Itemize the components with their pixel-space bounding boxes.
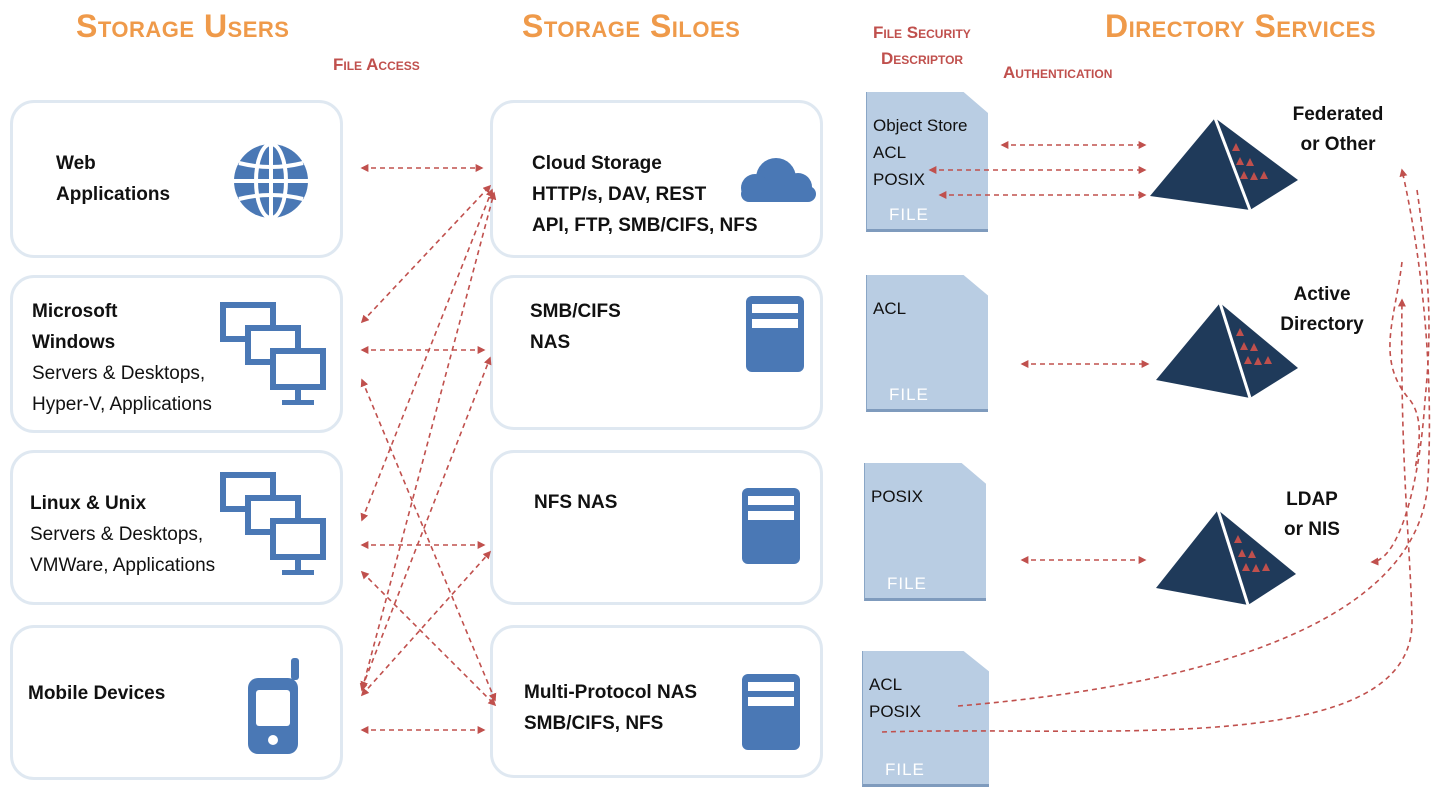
globe-icon xyxy=(234,142,308,220)
file1-line3: POSIX xyxy=(873,170,925,189)
multi-line2: SMB/CIFS, NFS xyxy=(524,713,664,734)
file-security-line2: Descriptor xyxy=(881,49,964,69)
smb-nas-text: SMB/CIFS NAS xyxy=(530,296,621,358)
storage-users-header: Storage Users xyxy=(76,8,290,44)
file1-line2: ACL xyxy=(873,143,907,162)
federated-line2: or Other xyxy=(1300,134,1376,155)
file4-line2: POSIX xyxy=(869,702,921,721)
file4-label: FILE xyxy=(885,760,925,779)
linux-line2: Servers & Desktops, xyxy=(30,524,204,545)
linux-line1: Linux & Unix xyxy=(30,493,147,514)
monitors-icon-windows xyxy=(220,302,326,405)
cloud-line3: API, FTP, SMB/CIFS, NFS xyxy=(532,215,758,236)
web-applications-text: Web Applications xyxy=(56,148,170,210)
nfs-nas-text: NFS NAS xyxy=(534,487,617,518)
cloud-line1: Cloud Storage xyxy=(532,153,662,174)
cloud-line2: HTTP/s, DAV, REST xyxy=(532,184,707,205)
file4-line1: ACL xyxy=(869,675,903,694)
cloud-storage-text: Cloud Storage HTTP/s, DAV, REST API, FTP… xyxy=(532,148,758,241)
authentication-label: Authentication xyxy=(1003,63,1113,82)
authentication-arrows xyxy=(881,141,1431,733)
server-icon-multi xyxy=(742,674,800,750)
ldap-line1: LDAP xyxy=(1286,489,1338,510)
windows-line1: Microsoft xyxy=(32,301,118,322)
nfs-line1: NFS NAS xyxy=(534,492,618,513)
monitors-icon-linux xyxy=(220,472,326,575)
pyramid-icon-federated xyxy=(1150,117,1298,211)
file-access-arrows xyxy=(359,164,497,734)
server-icon-smb xyxy=(746,296,804,372)
pyramid-icon-active-directory xyxy=(1156,302,1298,399)
active-line2: Directory xyxy=(1280,314,1364,335)
ldap-label: LDAP or NIS xyxy=(1262,485,1362,545)
linux-text: Linux & Unix Servers & Desktops, VMWare,… xyxy=(30,488,215,581)
web-line2: Applications xyxy=(56,184,171,205)
file2-line1: ACL xyxy=(873,299,907,318)
directory-services-header: Directory Services xyxy=(1105,8,1376,44)
storage-siloes-header: Storage Siloes xyxy=(522,8,741,44)
pyramid-icon-ldap xyxy=(1156,509,1296,606)
windows-line4: Hyper-V, Applications xyxy=(32,394,212,415)
federated-line1: Federated xyxy=(1292,104,1384,125)
web-line1: Web xyxy=(56,153,96,174)
windows-line2: Windows xyxy=(32,332,116,353)
multi-line1: Multi-Protocol NAS xyxy=(524,682,698,703)
file-access-label: File Access xyxy=(333,55,420,74)
cloud-icon xyxy=(741,158,816,202)
file-doc-smb: ACL FILE xyxy=(866,275,988,412)
file1-line1: Object Store xyxy=(873,116,968,135)
file2-label: FILE xyxy=(889,385,929,404)
windows-text: Microsoft Windows Servers & Desktops, Hy… xyxy=(32,296,212,420)
file1-label: FILE xyxy=(889,205,929,224)
active-line1: Active xyxy=(1293,284,1351,305)
multi-protocol-text: Multi-Protocol NAS SMB/CIFS, NFS xyxy=(524,677,697,739)
federated-label: Federated or Other xyxy=(1278,100,1398,160)
mobile-phone-icon xyxy=(248,658,299,754)
ldap-line2: or NIS xyxy=(1284,519,1340,540)
mobile-line1: Mobile Devices xyxy=(28,683,166,704)
mobile-text: Mobile Devices xyxy=(28,678,165,709)
file-doc-multi: ACL POSIX FILE xyxy=(862,651,989,787)
file-doc-cloud: Object Store ACL POSIX FILE xyxy=(866,92,988,232)
file-security-line1: File Security xyxy=(873,23,971,42)
smb-line2: NAS xyxy=(530,332,571,353)
file-security-label: File Security Descriptor xyxy=(873,20,971,73)
file3-label: FILE xyxy=(887,574,927,593)
file3-line1: POSIX xyxy=(871,487,923,506)
smb-line1: SMB/CIFS xyxy=(530,301,621,322)
linux-line3: VMWare, Applications xyxy=(30,555,216,576)
windows-line3: Servers & Desktops, xyxy=(32,363,206,384)
server-icon-nfs xyxy=(742,488,800,564)
file-doc-nfs: POSIX FILE xyxy=(864,463,986,601)
active-directory-label: Active Directory xyxy=(1262,280,1382,340)
